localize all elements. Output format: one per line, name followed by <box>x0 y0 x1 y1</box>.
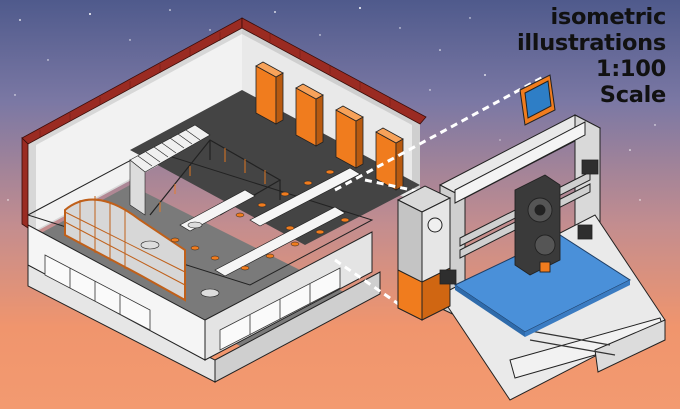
power-supply <box>396 185 452 321</box>
headline-line-3: 1:100 <box>595 56 666 82</box>
lcd-screen <box>519 74 556 126</box>
building-cutaway <box>21 17 427 383</box>
headline-line-1: isometric <box>550 4 667 30</box>
headline-line-4: Scale <box>599 82 667 108</box>
headline-line-2: illustrations <box>516 30 666 56</box>
3d-printer <box>396 74 666 401</box>
arched-window <box>64 196 186 302</box>
extruder <box>514 174 561 276</box>
callout-lines <box>334 74 546 307</box>
headline: isometric illustrations 1:100 Scale <box>436 4 666 108</box>
